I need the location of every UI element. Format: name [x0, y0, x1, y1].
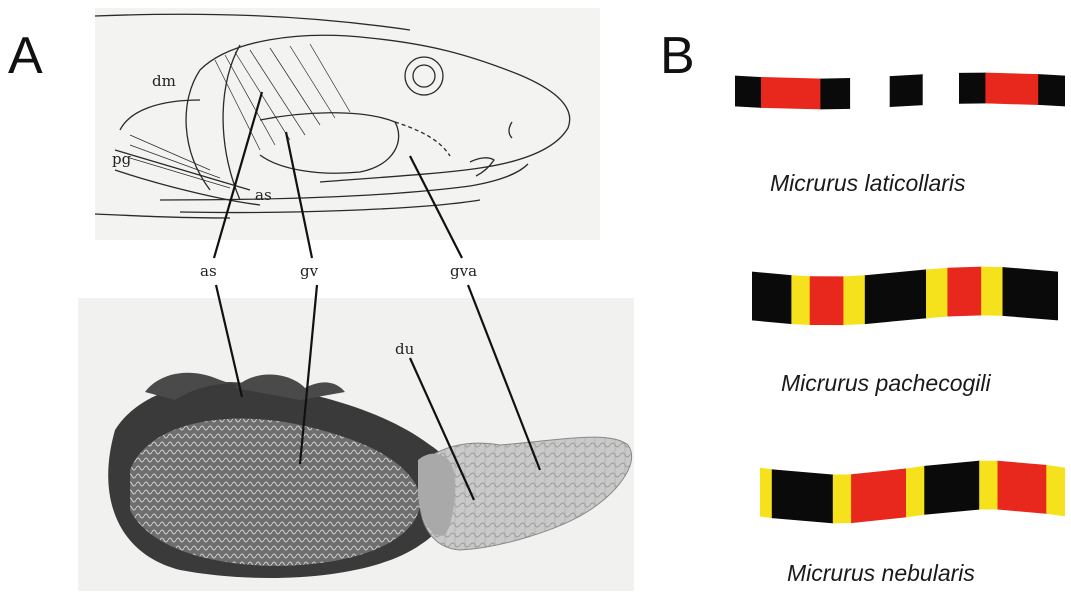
species-label-nebularis: Micrurus nebularis [787, 560, 975, 587]
band-yellow [760, 468, 772, 518]
callout-label-gva: gva [450, 262, 477, 280]
callout-line-gv-bottom [300, 285, 317, 464]
band-black [821, 78, 851, 109]
callout-label-du: du [395, 340, 414, 358]
micrurus-pachecogili-pattern [752, 262, 1058, 340]
callout-line-gva-top [410, 156, 462, 258]
band-yellow [906, 466, 924, 517]
band-black [735, 76, 761, 107]
band-red [998, 461, 1047, 513]
band-yellow [1047, 465, 1065, 516]
band-black [890, 75, 923, 107]
callout-label-as: as [200, 262, 217, 280]
band-yellow [980, 461, 998, 509]
band-red [948, 267, 982, 316]
band-black [1039, 75, 1065, 106]
band-yellow [982, 267, 1003, 315]
band-yellow [926, 268, 947, 318]
micrurus-laticollaris-pattern [735, 66, 1065, 116]
band-red [852, 469, 907, 523]
callout-line-gva-bottom [468, 285, 540, 470]
band-red [810, 277, 844, 325]
micrurus-nebularis-pattern [760, 450, 1065, 540]
band-black [865, 270, 926, 324]
callout-line-gv-top [286, 132, 312, 258]
band-white [923, 73, 959, 104]
species-label-laticollaris: Micrurus laticollaris [770, 170, 966, 197]
callout-label-gv: gv [300, 262, 318, 280]
callout-line-as-top [214, 92, 262, 258]
band-yellow [844, 276, 865, 325]
band-black [1003, 267, 1058, 320]
species-label-pachecogili: Micrurus pachecogili [781, 370, 991, 397]
band-white [851, 77, 891, 109]
band-black [752, 272, 792, 324]
band-red [761, 77, 820, 109]
band-black [959, 73, 985, 103]
callout-line-du [410, 358, 474, 500]
band-red [986, 73, 1039, 105]
band-black [925, 461, 980, 514]
band-yellow [833, 475, 851, 523]
band-black [772, 470, 833, 523]
band-yellow [792, 276, 810, 325]
callout-line-as-bottom [216, 285, 242, 397]
